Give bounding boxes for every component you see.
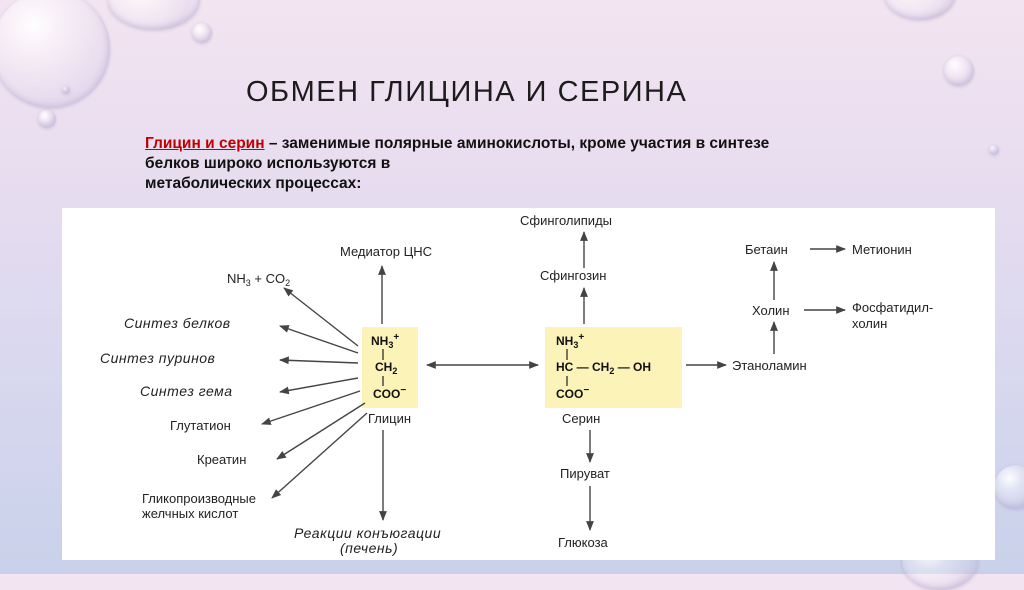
glycine-ch2: CH2 (375, 360, 397, 376)
decorative-bubble (944, 56, 974, 86)
glucose-label: Глюкоза (558, 535, 609, 550)
methionine-label: Метионин (852, 242, 912, 257)
intro-line-1: Глицин и серин – заменимые полярные амин… (145, 134, 945, 154)
serine-chain: HC — CH2 — OH (556, 360, 651, 376)
decorative-bubble (884, 0, 956, 20)
sphingosine-label: Сфингозин (540, 268, 606, 283)
serine-formula-box (545, 327, 682, 408)
decorative-bubble (38, 110, 56, 128)
intro-line-3: метаболических процессах: (145, 175, 362, 192)
decorative-bubble (989, 145, 999, 155)
arrow-to-nh3-co2 (283, 287, 359, 347)
serine-label: Серин (562, 411, 600, 426)
purine-synth-label: Синтез пуринов (100, 350, 215, 366)
bile-label-line1: Гликопроизводные (142, 491, 256, 506)
creatine-label: Креатин (197, 452, 246, 467)
betaine-label: Бетаин (745, 242, 788, 257)
intro-highlight: Глицин и серин (145, 135, 265, 152)
decorative-bubble (192, 23, 212, 43)
intro-line-2: белков широко используются в (145, 155, 391, 172)
arrow-to-creatine (276, 402, 366, 460)
arrow-to-purine-synth (279, 356, 359, 365)
heme-synth-label: Синтез гема (140, 383, 233, 399)
phosph-label-line2: холин (852, 316, 887, 331)
choline-label: Холин (752, 303, 790, 318)
mediator-label: Медиатор ЦНС (340, 244, 432, 259)
bile-label-line2: желчных кислот (142, 506, 238, 521)
serine-coo: COO− (556, 385, 589, 401)
decorative-bubble (108, 0, 200, 30)
intro-line-1-rest: – заменимые полярные аминокислоты, кроме… (264, 135, 770, 152)
protein-synth-label: Синтез белков (124, 315, 231, 331)
glycine-coo: COO− (373, 385, 406, 401)
arrow-to-heme-synth (279, 377, 359, 395)
ethanolamine-label: Этаноламин (732, 358, 807, 373)
decorative-bubble (62, 86, 70, 94)
slide-title: ОБМЕН ГЛИЦИНА И СЕРИНА (246, 76, 688, 108)
glutathione-label: Глутатион (170, 418, 231, 433)
arrow-to-protein-synth (279, 325, 359, 354)
glycine-label: Глицин (368, 411, 411, 426)
pyruvate-label: Пируват (560, 466, 610, 481)
intro-text: Глицин и серин – заменимые полярные амин… (145, 134, 945, 194)
phosph-label-line1: Фосфатидил- (852, 300, 933, 315)
decorative-bubble (0, 0, 110, 108)
conj-label-line2: (печень) (340, 540, 398, 556)
conj-label-line1: Реакции конъюгации (294, 525, 441, 541)
arrow-to-glutathione (261, 390, 361, 425)
nh3-co2-label: NH3 + CO2 (227, 271, 290, 288)
glycine-formula-box (362, 327, 418, 408)
diagram-panel: NH3+ CH2 COO− Глицин NH3+ HC — CH2 — OH … (62, 208, 995, 560)
metabolism-diagram: NH3+ CH2 COO− Глицин NH3+ HC — CH2 — OH … (100, 213, 933, 556)
sphingolipids-label: Сфинголипиды (520, 213, 612, 228)
decorative-bubble (994, 465, 1024, 509)
arrow-to-bile-glyco (271, 412, 368, 499)
